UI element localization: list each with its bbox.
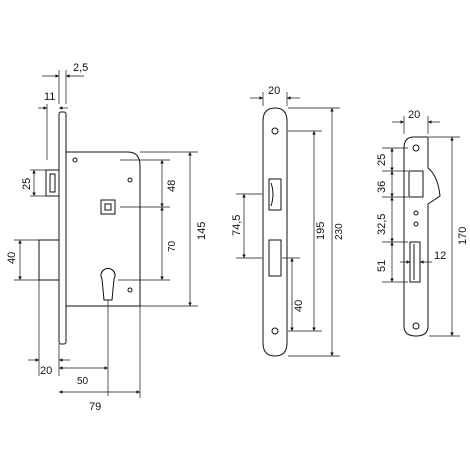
dim-faceplate-length: 230 bbox=[334, 223, 345, 240]
lock-case bbox=[65, 151, 141, 307]
dim-faceplate-width: 20 bbox=[268, 85, 280, 97]
keyhole bbox=[100, 267, 116, 301]
lock-body-dimensions bbox=[14, 70, 198, 398]
dim-square-to-top: 48 bbox=[166, 180, 178, 192]
dim-faceplate-offset: 11 bbox=[44, 91, 55, 103]
strike-plate-outline bbox=[403, 136, 441, 337]
square-follower bbox=[100, 199, 116, 215]
dim-upper-notch: 25 bbox=[21, 178, 33, 190]
dim-strike-length: 170 bbox=[457, 227, 469, 245]
dim-strike-bolt-window: 51 bbox=[376, 260, 388, 272]
dim-strike-top-offset: 25 bbox=[376, 154, 388, 166]
dim-backset: 50 bbox=[77, 376, 89, 387]
dim-strike-bolt-window-width: 12 bbox=[434, 250, 446, 262]
strike-plate-dimensions bbox=[382, 116, 460, 337]
dead-bolt bbox=[38, 239, 60, 281]
dim-hole-spacing: 195 bbox=[315, 222, 327, 240]
dim-bolt-projection: 20 bbox=[40, 365, 52, 377]
faceplate-latch-opening bbox=[268, 178, 282, 211]
dim-bolt-to-bottom: 40 bbox=[293, 300, 305, 312]
faceplate-outline bbox=[262, 107, 288, 357]
dim-strike-latch-window: 36 bbox=[376, 181, 388, 193]
dim-latch-to-bolt: 74,5 bbox=[231, 215, 243, 236]
strike-bolt-window bbox=[409, 241, 421, 283]
faceplate-dimensions bbox=[236, 92, 340, 357]
dim-square-to-keyhole: 70 bbox=[167, 240, 178, 252]
dim-strike-width: 20 bbox=[408, 109, 420, 121]
latch-bolt bbox=[45, 169, 60, 197]
lock-faceplate bbox=[58, 111, 67, 345]
lock-body-view bbox=[38, 111, 141, 345]
strike-latch-window bbox=[408, 170, 424, 198]
faceplate-view bbox=[262, 107, 288, 357]
dim-faceplate-thickness: 2,5 bbox=[73, 62, 88, 74]
dim-body-height: 145 bbox=[196, 222, 208, 240]
dim-strike-between-windows: 32,5 bbox=[376, 214, 388, 235]
dim-body-depth: 79 bbox=[89, 401, 101, 413]
dim-bolt-height: 40 bbox=[6, 252, 18, 264]
strike-plate-view bbox=[403, 136, 441, 337]
faceplate-bolt-opening bbox=[268, 239, 282, 277]
